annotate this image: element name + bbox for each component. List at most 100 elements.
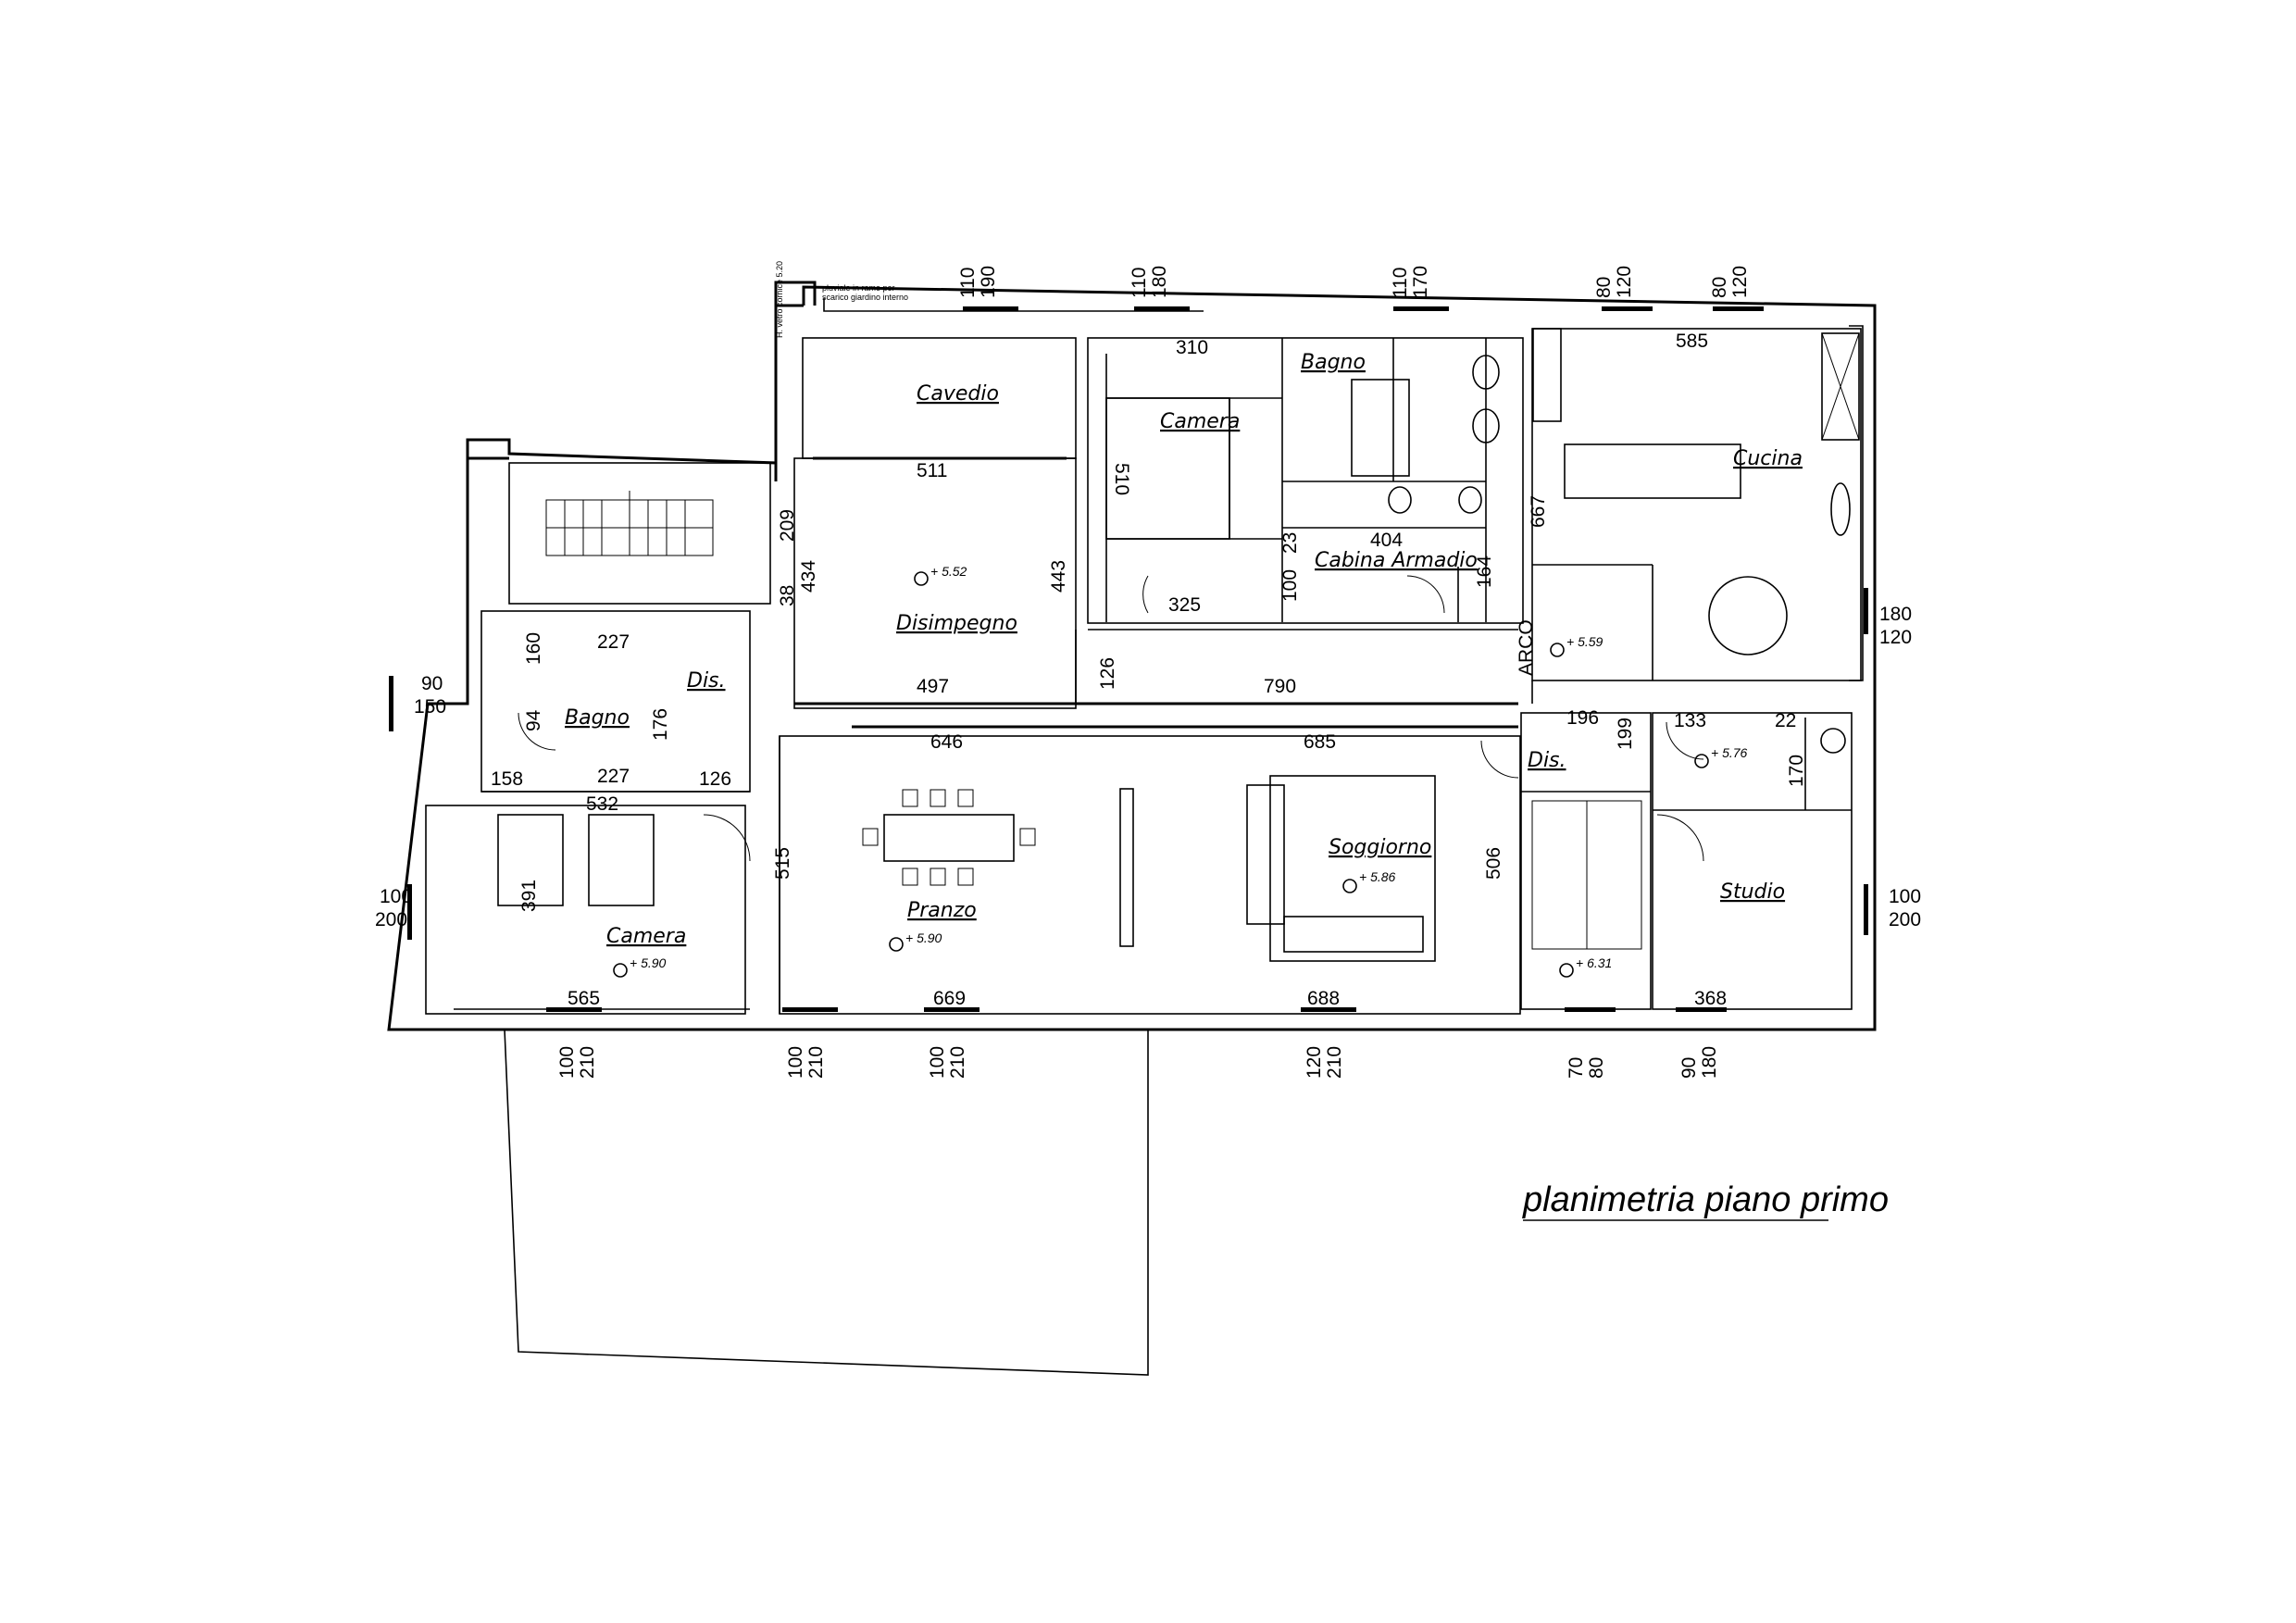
level-labels: + 5.52 + 5.59 + 5.76 + 5.86 + 5.90 + 5.9… <box>630 564 1748 970</box>
level-dis-kitchen: + 5.59 <box>1566 634 1603 649</box>
inner-walls <box>425 328 1862 1015</box>
dim-164: 164 <box>1474 556 1495 588</box>
note-downpipe-1: pluviale in rame per <box>822 283 895 293</box>
opening-top-12: 100 <box>927 1046 948 1079</box>
dim-506: 506 <box>1483 847 1504 880</box>
dim-667: 667 <box>1528 495 1549 528</box>
dim-434: 434 <box>798 560 819 593</box>
opening-top-11: 100 <box>785 1046 806 1079</box>
room-label-camera-upper: Camera <box>1160 410 1240 433</box>
dim-688: 688 <box>1307 988 1340 1009</box>
dim-227-bottom: 227 <box>597 766 630 787</box>
furniture <box>497 328 1860 962</box>
dim-391: 391 <box>518 880 540 912</box>
dim-arco: ARCO <box>1516 619 1537 676</box>
room-label-cabina-armadio: Cabina Armadio <box>1315 549 1478 572</box>
dim-669: 669 <box>933 988 966 1009</box>
dim-515: 515 <box>772 847 793 880</box>
opening-bottom-13: 210 <box>1324 1046 1345 1079</box>
opening-bottom-6: 150 <box>414 696 446 718</box>
dim-511: 511 <box>917 460 947 481</box>
opening-bottom-11: 210 <box>805 1046 827 1079</box>
dim-227-top: 227 <box>597 631 630 653</box>
room-label-dis-right: Dis. <box>1528 749 1566 772</box>
opening-bottom-8: 120 <box>1879 627 1912 648</box>
opening-top-9: 100 <box>1889 886 1921 907</box>
opening-bottom-12: 210 <box>947 1046 968 1079</box>
dimension-labels: 310 585 511 510 404 325 100 23 164 667 4… <box>491 331 1807 1009</box>
dim-126-h: 126 <box>699 768 731 790</box>
door-swings <box>518 575 1704 862</box>
level-disimpegno: + 5.52 <box>930 564 967 579</box>
opening-top-4: 80 <box>1593 277 1615 298</box>
dim-368: 368 <box>1694 988 1727 1009</box>
opening-top-15: 90 <box>1678 1057 1700 1079</box>
dim-685: 685 <box>1304 731 1336 753</box>
opening-top-10: 100 <box>556 1046 578 1079</box>
note-height: H. vetro cornice 5.20 <box>775 261 784 338</box>
windows <box>389 306 1868 1012</box>
opening-bottom-15: 180 <box>1699 1046 1720 1079</box>
opening-bottom-3: 170 <box>1410 266 1431 298</box>
stair-treads-right <box>1531 800 1642 950</box>
dim-404: 404 <box>1370 530 1403 551</box>
room-label-camera-left: Camera <box>606 925 686 948</box>
room-label-bagno-upper: Bagno <box>1301 351 1366 374</box>
level-camera-left: + 5.90 <box>630 955 667 970</box>
room-label-studio: Studio <box>1720 880 1785 904</box>
opening-bottom-7: 200 <box>375 909 407 930</box>
dim-532: 532 <box>586 793 618 815</box>
level-bath-right: + 5.76 <box>1711 745 1748 760</box>
opening-bottom-5: 120 <box>1729 266 1751 298</box>
dim-209: 209 <box>777 509 798 542</box>
opening-top-13: 120 <box>1304 1046 1325 1079</box>
garden-outline <box>504 1029 1149 1376</box>
dim-646: 646 <box>930 731 963 753</box>
opening-bottom-14: 80 <box>1586 1057 1607 1079</box>
opening-bottom-4: 120 <box>1614 266 1635 298</box>
level-soggiorno: + 5.86 <box>1359 869 1396 884</box>
dim-497: 497 <box>917 676 949 697</box>
dim-170: 170 <box>1786 755 1807 787</box>
dim-565: 565 <box>568 988 600 1009</box>
dim-38: 38 <box>777 585 798 606</box>
level-stair: + 6.31 <box>1576 955 1612 970</box>
opening-top-14: 70 <box>1566 1057 1587 1079</box>
opening-bottom-2: 180 <box>1149 266 1170 298</box>
stair-left <box>545 491 714 556</box>
dim-510: 510 <box>1111 463 1132 495</box>
opening-bottom-1: 190 <box>978 266 999 298</box>
room-label-soggiorno: Soggiorno <box>1329 836 1431 859</box>
opening-bottom-9: 200 <box>1889 909 1921 930</box>
dim-325: 325 <box>1168 594 1201 616</box>
room-label-bagno-left: Bagno <box>565 706 630 730</box>
opening-top-3: 110 <box>1390 268 1411 298</box>
dim-158: 158 <box>491 768 523 790</box>
opening-top-8: 180 <box>1879 604 1912 625</box>
dim-160: 160 <box>523 632 544 665</box>
dim-310: 310 <box>1176 337 1208 358</box>
level-markers <box>613 571 1709 978</box>
dim-22: 22 <box>1775 710 1796 731</box>
level-pranzo: + 5.90 <box>905 930 942 945</box>
opening-top-1: 110 <box>957 268 979 298</box>
dim-176: 176 <box>650 708 671 741</box>
opening-top-5: 80 <box>1709 277 1730 298</box>
opening-top-6: 90 <box>421 673 443 694</box>
dim-196: 196 <box>1566 707 1599 729</box>
dim-94: 94 <box>523 709 544 731</box>
dim-790: 790 <box>1264 676 1296 697</box>
dim-100: 100 <box>1279 569 1301 602</box>
dim-133: 133 <box>1674 710 1706 731</box>
room-label-cavedio: Cavedio <box>917 382 999 406</box>
dim-126-v: 126 <box>1097 657 1118 690</box>
note-downpipe-2: scarico giardino interno <box>822 293 908 302</box>
room-label-pranzo: Pranzo <box>907 899 977 922</box>
opening-top-2: 110 <box>1129 268 1150 298</box>
opening-bottom-10: 210 <box>577 1046 598 1079</box>
dim-23: 23 <box>1279 532 1301 554</box>
room-label-dis-left: Dis. <box>687 669 726 693</box>
dim-443: 443 <box>1048 560 1069 593</box>
